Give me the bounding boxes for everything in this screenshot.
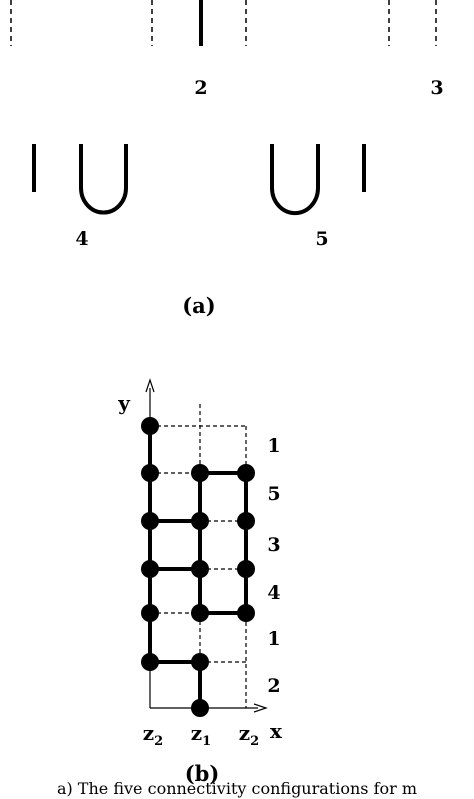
row-number: 3 xyxy=(267,534,280,556)
row-number: 4 xyxy=(267,582,280,604)
figure-caption: a) The five connectivity configurations … xyxy=(56,779,418,798)
config-5-u-connection xyxy=(270,144,320,216)
row-number: 5 xyxy=(267,483,280,505)
lattice-node xyxy=(237,464,255,482)
lattice-node xyxy=(191,699,209,717)
lattice-node xyxy=(237,560,255,578)
x-tick-label: z1 xyxy=(191,721,211,749)
panel-b: y x xyxy=(117,378,283,786)
lattice-node xyxy=(191,512,209,530)
config-4-u-connection xyxy=(79,144,128,215)
config-2-number: 2 xyxy=(194,77,207,99)
lattice-node xyxy=(191,464,209,482)
lattice-node xyxy=(141,417,159,435)
lattice-node xyxy=(191,653,209,671)
config-4-number: 4 xyxy=(75,228,88,250)
row-number: 2 xyxy=(267,675,280,697)
lattice-node xyxy=(141,560,159,578)
x-tick-label: z2 xyxy=(143,721,163,749)
lattice-node xyxy=(237,512,255,530)
y-axis-arrowhead xyxy=(145,378,155,393)
x-tick-label: z2 xyxy=(239,721,259,749)
x-axis-label: x xyxy=(270,719,283,743)
x-tick-labels: z2 z1 z2 xyxy=(143,721,259,749)
panel-a: 2 3 4 5 (a) xyxy=(10,0,444,318)
config-3-number: 3 xyxy=(430,77,443,99)
panel-a-label: (a) xyxy=(182,293,215,318)
lattice-node xyxy=(141,512,159,530)
row-number: 1 xyxy=(267,628,280,650)
y-axis-label: y xyxy=(117,391,131,415)
config-5-number: 5 xyxy=(315,228,328,250)
x-axis-arrowhead xyxy=(253,703,268,713)
row-numbers: 1 5 3 4 1 2 xyxy=(267,435,280,697)
lattice-node xyxy=(141,653,159,671)
lattice-node xyxy=(237,604,255,622)
lattice-node xyxy=(141,464,159,482)
lattice-node xyxy=(191,560,209,578)
panel-b-label: (b) xyxy=(185,761,220,786)
row-number: 1 xyxy=(267,435,280,457)
lattice-node xyxy=(191,604,209,622)
lattice-nodes xyxy=(141,417,255,717)
lattice-node xyxy=(141,604,159,622)
